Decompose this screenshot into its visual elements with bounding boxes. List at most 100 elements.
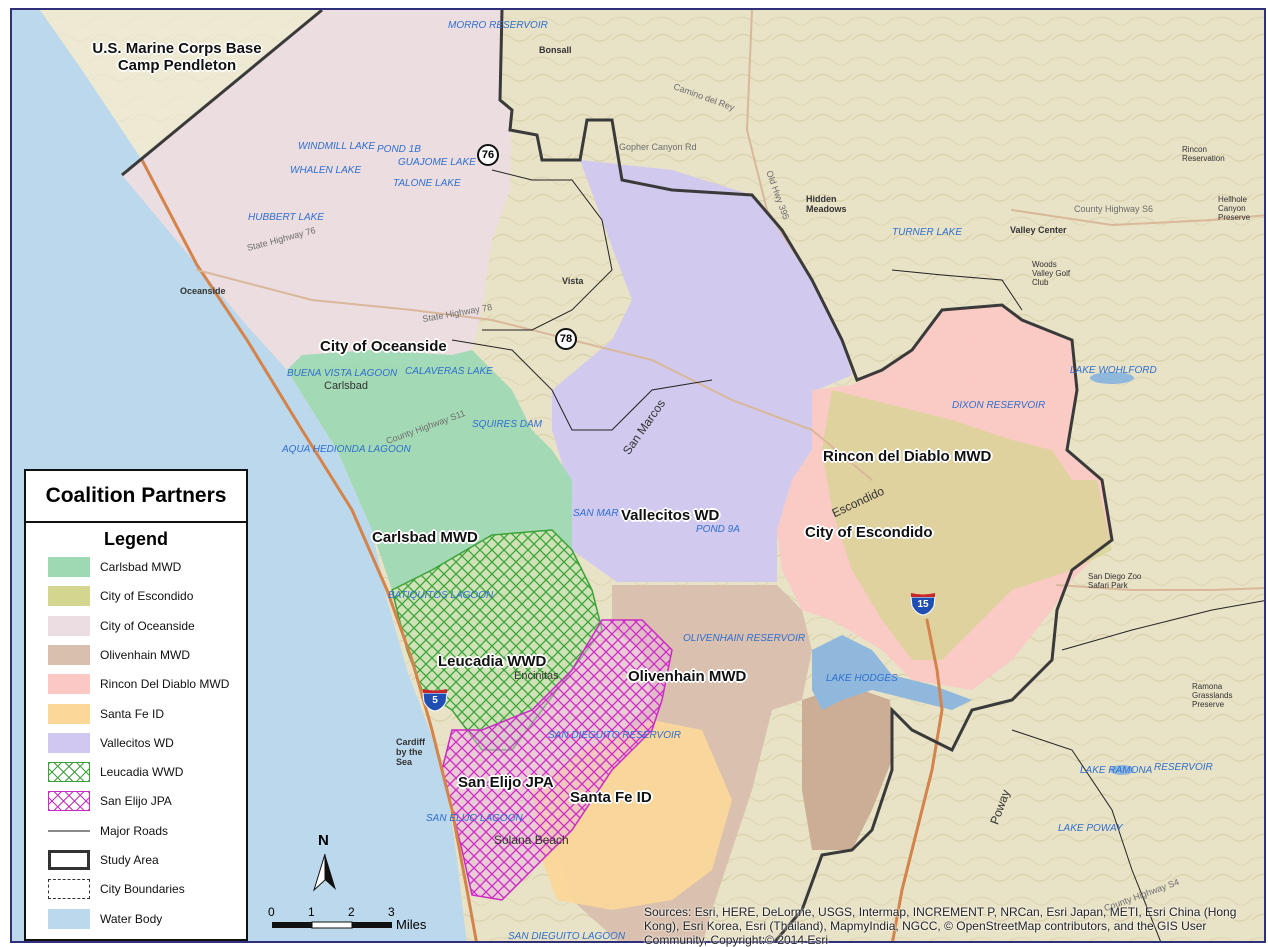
interstate-15-number: 15 [917,599,929,610]
water-label: SAN DIEGUITO LAGOON [508,931,626,942]
legend-item-label: Water Body [100,911,163,926]
legend-item: Carlsbad MWD [48,556,181,578]
legend-item-label: Leucadia WWD [100,765,184,780]
interstate-15-shield: 15 [910,592,936,616]
legend-item-label: Rincon Del Diablo MWD [100,677,230,692]
lake-wohlford [1090,372,1134,384]
road-label: Gopher Canyon Rd [619,142,697,152]
north-arrow-icon [312,853,336,892]
water-label: LAKE WOHLFORD [1070,365,1157,376]
legend-title: Coalition Partners [26,471,246,523]
city-boundaries [451,169,1264,941]
scale-tick-label: 3 [388,905,395,919]
legend-swatch [48,820,90,841]
legend-swatch [48,644,90,665]
legend-item-label: Major Roads [100,823,169,838]
region-label-leucadia: Leucadia WWD [438,653,547,670]
legend-item-label: Santa Fe ID [100,706,165,721]
legend-item-label: City Boundaries [100,882,185,897]
lake-ramona [1110,765,1134,775]
water-label: OLIVENHAIN RESERVOIR [683,633,806,644]
water-label: POND 1B [377,144,421,155]
legend-item: Leucadia WWD [48,761,183,783]
legend-item-label: San Elijo JPA [100,794,172,809]
region-label-escondido: City of Escondido [805,524,933,541]
legend-item-label: City of Escondido [100,589,194,604]
study-area-boundary [121,10,1114,941]
north-arrow-label: N [318,832,329,849]
place-label: Rincon Reservation [1182,145,1225,163]
legend-item: Olivenhain MWD [48,644,190,666]
legend-item-label: City of Oceanside [100,618,195,633]
lake-hodges [812,635,972,710]
water-label: CALAVERAS LAKE [405,366,493,377]
city-of-escondido-region [822,390,1112,660]
water-label: AQUA HEDIONDA LAGOON [282,444,411,455]
place-label: Ramona Grasslands Preserve [1192,682,1233,709]
place-label: Carlsbad [324,380,369,392]
legend-swatch [48,879,90,900]
legend-item: Rincon Del Diablo MWD [48,673,229,695]
legend-item: City Boundaries [48,878,185,900]
water-label: DIXON RESERVOIR [952,400,1046,411]
legend-item: City of Oceanside [48,615,195,637]
scale-tick-label: 2 [348,905,355,919]
legend-item: Study Area [48,849,159,871]
place-label: Encinitas [514,670,559,682]
legend-swatch [48,674,90,695]
region-label-vallecitos: Vallecitos WD [621,507,720,524]
legend-item: City of Escondido [48,585,193,607]
region-label-oceanside: City of Oceanside [320,338,447,355]
interstate-shield-icon [422,689,448,712]
region-label-olivenhain: Olivenhain MWD [628,668,747,685]
route-shield-78: 78 [555,328,577,350]
map-attribution: Sources: Esri, HERE, DeLorme, USGS, Inte… [644,905,1237,947]
region-label-carlsbad: Carlsbad MWD [372,529,478,546]
interstate-5-number: 5 [432,695,438,706]
legend-swatch [48,908,90,929]
legend-item-label: Carlsbad MWD [100,560,182,574]
camp-pendleton-area [40,10,322,265]
region-label-san-elijo: San Elijo JPA [458,774,554,791]
legend-swatch [48,557,90,577]
camp-pendleton-label: U.S. Marine Corps Base Camp Pendleton [92,40,262,74]
legend-swatch [48,586,90,607]
water-label: SAN DIEGUITO RESERVOIR [548,730,681,741]
water-label: LAKE RAMONA [1080,765,1153,776]
city-of-oceanside-region [122,10,512,370]
route-shield-76: 76 [477,144,499,166]
place-label: Vista [562,276,584,286]
legend-swatch [48,850,90,870]
water-label: MORRO RESERVOIR [448,20,548,31]
water-label: LAKE POWAY [1058,823,1123,834]
legend-item-label: Vallecitos WD [100,735,174,750]
water-label: BUENA VISTA LAGOON [287,368,398,379]
place-label: San Diego Zoo Safari Park [1088,572,1142,590]
place-label: Valley Center [1010,225,1067,235]
road-label: County Highway S6 [1074,204,1154,214]
north-arrow: N [310,832,340,899]
place-label: Hellhole Canyon Preserve [1218,195,1251,222]
vallecitos-wd-region [552,160,852,582]
interstate-shield-icon [910,593,936,616]
water-label: SQUIRES DAM [472,419,543,430]
water-label: GUAJOME LAKE [398,157,476,168]
legend-item: Water Body [48,908,162,930]
scale-tick-label: 0 [268,905,275,919]
region-label-santa-fe: Santa Fe ID [570,789,652,806]
place-label: Solana Beach [494,833,569,847]
water-label: WHALEN LAKE [290,165,362,176]
carlsbad-mwd-region [287,350,572,590]
san-elijo-jpa-hatch [441,619,673,901]
legend-item: San Elijo JPA [48,790,172,812]
water-label: TURNER LAKE [892,227,963,238]
interstate-5-shield: 5 [422,688,448,712]
water-label: LAKE HODGES [826,673,898,684]
place-label: Oceanside [180,286,226,296]
water-label: BATIQUITOS LAGOON [388,590,494,601]
legend-item-label: Study Area [100,853,159,867]
olivenhain-mwd-east-lobe [802,690,892,850]
legend-swatch [48,615,90,636]
water-label: RESERVOIR [1154,762,1213,773]
